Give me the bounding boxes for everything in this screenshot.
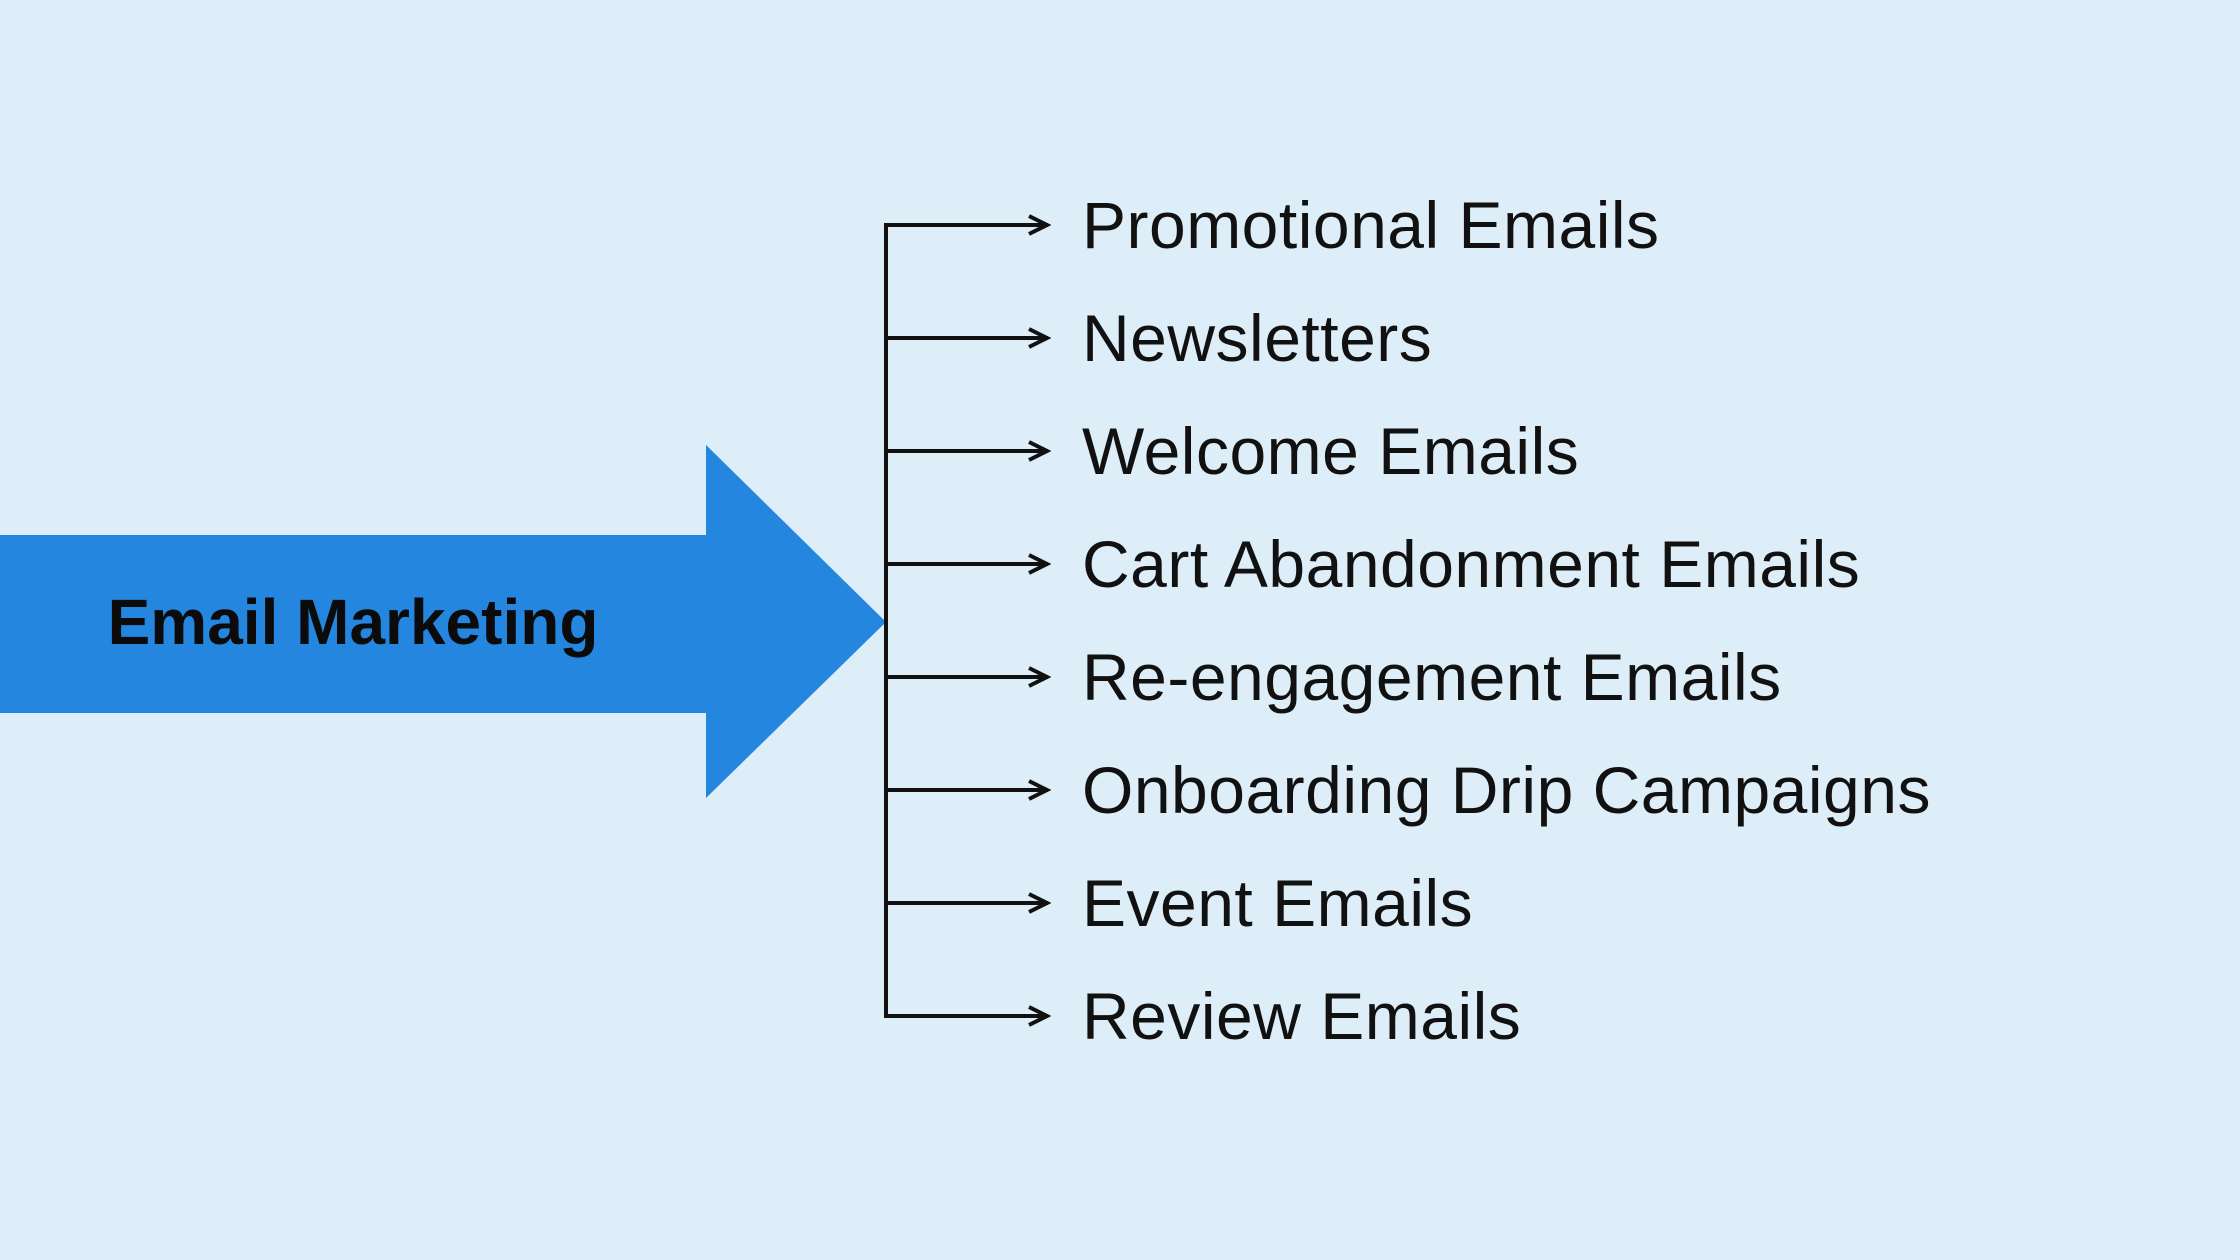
branch-label-newsletters: Newsletters	[1082, 301, 1433, 375]
root-label: Email Marketing	[107, 586, 599, 658]
connector-tree	[884, 223, 1048, 1018]
branch-label-onboarding-drip-campaigns: Onboarding Drip Campaigns	[1082, 753, 1931, 827]
branch-label-cart-abandonment-emails: Cart Abandonment Emails	[1082, 527, 1861, 601]
branch-label-re-engagement-emails: Re-engagement Emails	[1082, 640, 1782, 714]
root-arrow-shape	[0, 445, 886, 798]
branch-label-promotional-emails: Promotional Emails	[1082, 188, 1660, 262]
branch-label-event-emails: Event Emails	[1082, 866, 1474, 940]
branch-label-welcome-emails: Welcome Emails	[1082, 414, 1580, 488]
branch-label-review-emails: Review Emails	[1082, 979, 1522, 1053]
